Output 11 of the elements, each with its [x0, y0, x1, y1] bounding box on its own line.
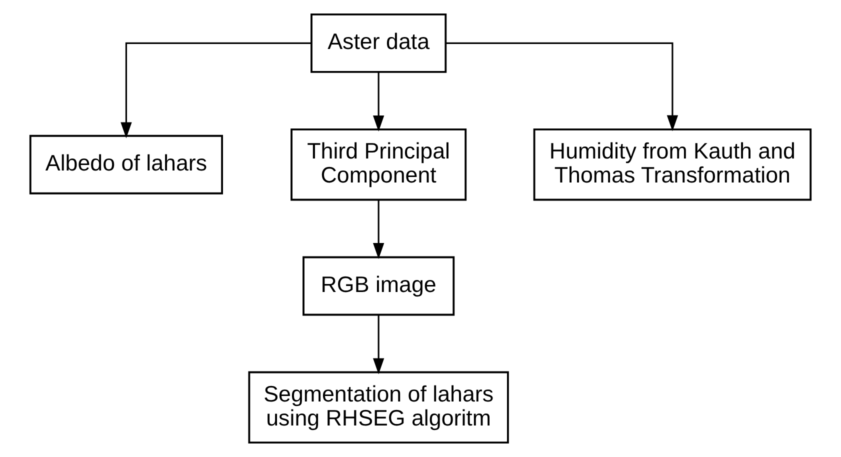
node-box: Segmentation of lahars using RHSEG algoritm	[248, 371, 509, 444]
arrow	[120, 42, 311, 138]
arrow	[372, 200, 384, 260]
arrow	[446, 42, 678, 132]
node-box: RGB image	[302, 256, 455, 316]
node-box: Albedo of lahars	[29, 134, 223, 194]
node-box: Humidity from Kauth and Thomas Transformation	[533, 128, 812, 201]
arrow	[372, 314, 384, 374]
node-box: Aster data	[310, 14, 447, 73]
arrow	[372, 72, 384, 132]
node-box: Third Principal Component	[290, 128, 467, 201]
